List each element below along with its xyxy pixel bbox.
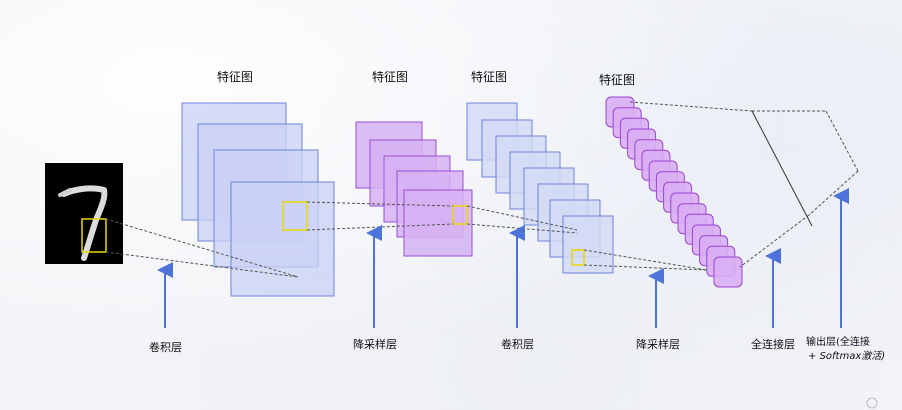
- conv2-feature-maps: [466, 102, 614, 274]
- pool1-layer-label: 降采样层: [353, 338, 397, 351]
- feature-map-label-4: 特征图: [599, 73, 636, 87]
- conv2-layer-label: 卷积层: [501, 338, 534, 351]
- conv1-layer-label: 卷积层: [149, 341, 182, 354]
- pool2-layer-label: 降采样层: [636, 338, 680, 351]
- pool1-feature-maps: [355, 121, 473, 257]
- input-image: [45, 163, 123, 264]
- feature-map-label-1: 特征图: [217, 70, 254, 84]
- layer-arrows: [157, 188, 849, 328]
- receptive-field-highlight: [81, 218, 107, 253]
- output-layer-label-line2: + Softmax激活): [808, 351, 886, 362]
- pool2-feature-maps: [605, 96, 743, 288]
- fc-layer-label: 全连接层: [751, 338, 795, 351]
- fc-connection-solid: [751, 110, 813, 227]
- feature-map-label-3: 特征图: [471, 70, 508, 84]
- output-layer-label-line1: 输出层(全连接: [806, 337, 870, 348]
- feature-map-label-2: 特征图: [372, 70, 409, 84]
- pool2-feature-map: [713, 256, 743, 288]
- conv1-feature-maps: [181, 102, 335, 297]
- corner-watermark-icon: [866, 397, 878, 409]
